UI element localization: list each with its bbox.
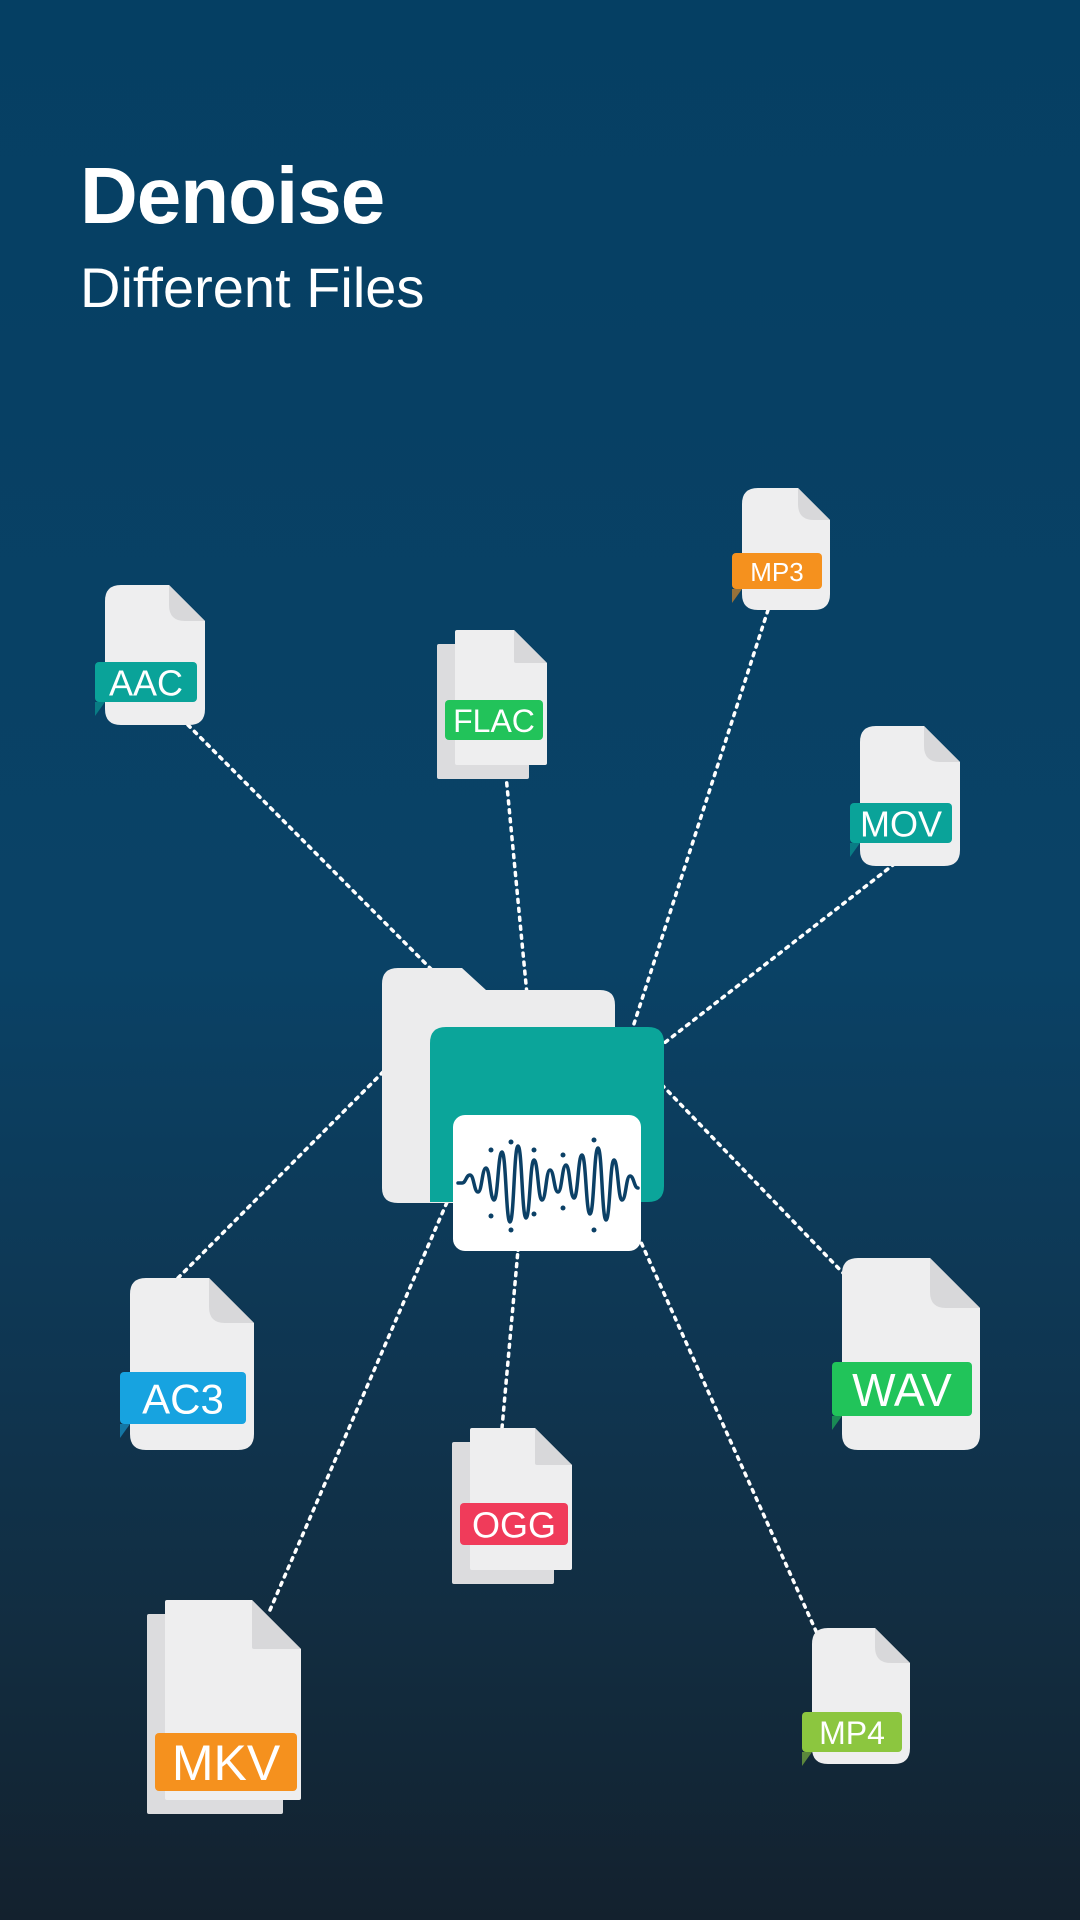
file-flac-label: FLAC	[453, 703, 535, 739]
file-mp4-label: MP4	[819, 1715, 885, 1751]
file-wav-label: WAV	[852, 1364, 952, 1416]
file-ogg-icon: OGG	[452, 1428, 572, 1584]
folder-icon	[382, 968, 664, 1251]
file-mov-label: MOV	[860, 804, 942, 845]
file-mp3-icon: MP3	[732, 488, 830, 610]
audio-waveform-icon	[456, 1144, 640, 1224]
file-mp3-label: MP3	[750, 557, 803, 587]
file-aac-label: AAC	[109, 663, 183, 704]
file-flac-icon: FLAC	[437, 630, 547, 779]
page-subtitle: Different Files	[80, 256, 425, 319]
file-ac3-label: AC3	[142, 1376, 224, 1423]
file-mkv-icon: MKV	[147, 1600, 301, 1814]
file-mov-icon: MOV	[850, 726, 960, 866]
file-aac-icon: AAC	[95, 585, 205, 725]
file-mkv-label: MKV	[172, 1735, 281, 1791]
page-title: Denoise	[80, 151, 385, 240]
file-mp4-icon: MP4	[802, 1628, 910, 1766]
file-wav-icon: WAV	[832, 1258, 980, 1450]
file-ogg-label: OGG	[472, 1505, 556, 1546]
file-ac3-icon: AC3	[120, 1278, 254, 1450]
